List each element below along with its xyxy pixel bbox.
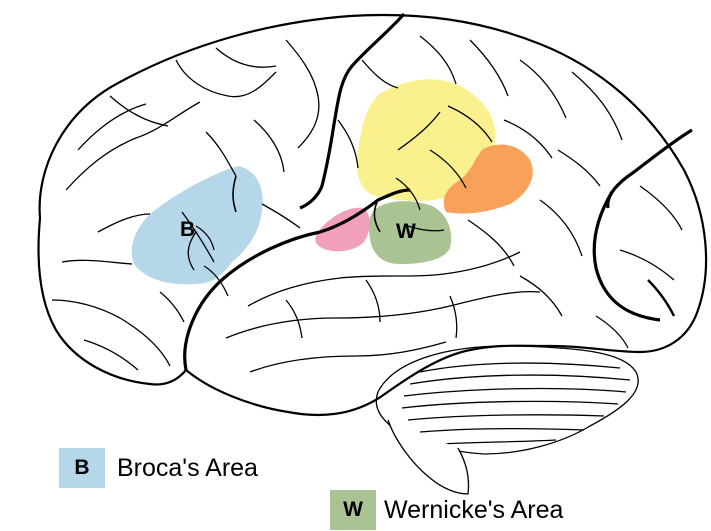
broca-letter: B xyxy=(180,218,195,241)
wernicke-letter: W xyxy=(396,220,416,243)
broca-region xyxy=(132,166,263,284)
legend-item-wernicke: W Wernicke's Area xyxy=(330,490,563,530)
legend-swatch-wernicke: W xyxy=(330,490,376,530)
gyri-lines xyxy=(52,36,682,372)
legend-label-broca: Broca's Area xyxy=(117,454,258,483)
legend-label-wernicke: Wernicke's Area xyxy=(384,496,563,525)
legend-swatch-broca: B xyxy=(59,448,105,488)
legend-item-broca: B Broca's Area xyxy=(59,448,258,488)
